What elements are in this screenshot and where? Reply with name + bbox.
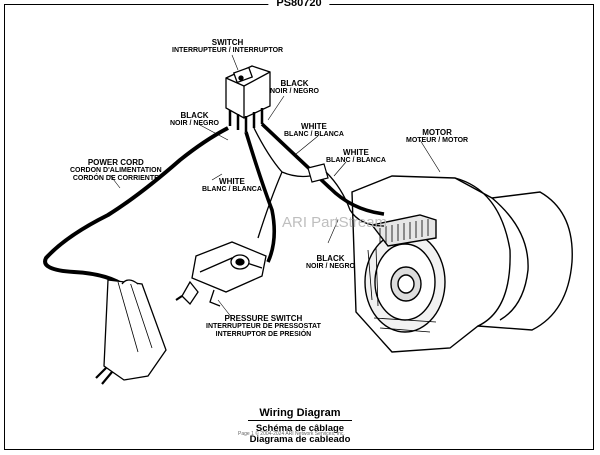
diagram-frame: PS80720 <box>4 0 594 450</box>
label-pressure-switch-sub2: INTERRUPTOR DE PRESIÓN <box>215 331 312 338</box>
leader-lines <box>109 54 441 319</box>
switch-wires <box>244 122 385 263</box>
label-white-left: WHITE BLANC / BLANCA <box>202 177 262 194</box>
label-white-mid: WHITE BLANC / BLANCA <box>326 148 386 165</box>
label-white-upper-sub: BLANC / BLANCA <box>284 131 344 138</box>
label-power-cord-sub1: CORDON D'ALIMENTATION <box>70 167 162 174</box>
label-white-upper: WHITE BLANC / BLANCA <box>284 122 344 139</box>
label-black-lower-main: BLACK <box>316 254 345 263</box>
label-black-left-main: BLACK <box>180 111 209 120</box>
label-black-lower-sub: NOIR / NEGRO <box>306 263 356 270</box>
label-black-left-sub: NOIR / NEGRO <box>170 120 220 127</box>
label-white-mid-main: WHITE <box>343 148 369 157</box>
switch-illustration <box>225 65 271 132</box>
footer-rule <box>248 420 352 421</box>
footer-subtitle-french: Schéma de câblage <box>255 423 345 434</box>
copyright-notice: Page 1 © 2004-2024 ARI Network Services,… <box>238 431 345 437</box>
motor-illustration <box>351 175 573 353</box>
power-cord-illustration <box>43 126 233 385</box>
label-switch-main: SWITCH <box>211 38 244 47</box>
label-switch: SWITCH INTERRUPTEUR / INTERRUPTOR <box>172 38 283 55</box>
label-white-left-sub: BLANC / BLANCA <box>202 186 262 193</box>
label-white-left-main: WHITE <box>219 177 245 186</box>
label-power-cord: POWER CORD CORDON D'ALIMENTATION CORDÓN … <box>70 158 162 183</box>
label-power-cord-sub2: CORDÓN DE CORRIENTE <box>72 175 159 182</box>
label-black-left: BLACK NOIR / NEGRO <box>170 111 219 128</box>
label-motor-main: MOTOR <box>422 128 452 137</box>
label-black-top: BLACK NOIR / NEGRO <box>270 79 319 96</box>
label-black-lower: BLACK NOIR / NEGRO <box>306 254 355 271</box>
label-white-upper-main: WHITE <box>301 122 327 131</box>
label-pressure-switch-sub1: INTERRUPTEUR DE PRESSOSTAT <box>206 323 321 330</box>
footer-title: Wiring Diagram <box>259 407 341 419</box>
label-motor-sub: MOTEUR / MOTOR <box>406 137 469 144</box>
label-pressure-switch: PRESSURE SWITCH INTERRUPTEUR DE PRESSOST… <box>206 314 321 339</box>
label-pressure-switch-main: PRESSURE SWITCH <box>224 314 303 323</box>
watermark: ARI PartStream <box>282 214 388 231</box>
label-black-top-main: BLACK <box>280 79 309 88</box>
label-black-top-sub: NOIR / NEGRO <box>270 88 320 95</box>
pressure-switch-illustration <box>175 241 267 307</box>
label-motor: MOTOR MOTEUR / MOTOR <box>406 128 468 145</box>
footer-subtitle-spanish: Diagrama de cableado <box>249 434 351 445</box>
label-power-cord-main: POWER CORD <box>87 158 144 167</box>
label-white-mid-sub: BLANC / BLANCA <box>326 157 386 164</box>
document-id: PS80720 <box>268 0 330 9</box>
label-switch-sub: INTERRUPTEUR / INTERRUPTOR <box>172 47 284 54</box>
